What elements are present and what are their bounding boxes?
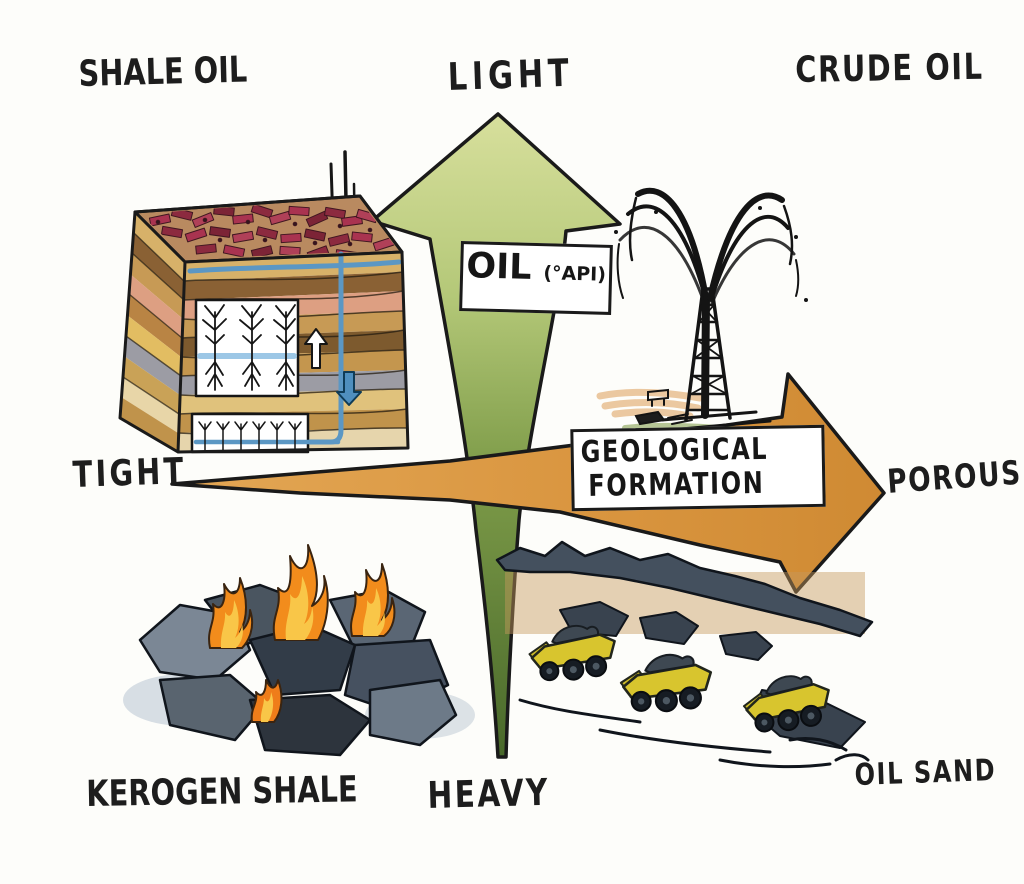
fracking-fluid-down-arrow-icon [336, 371, 362, 406]
flames-icon [208, 544, 396, 723]
quadrant-label-shale-oil: SHALE OIL [78, 49, 248, 95]
oil-spray-icon [606, 187, 808, 419]
oil-axis-unit: (°API) [543, 262, 607, 286]
left-face-strata [120, 212, 185, 452]
well-pipes-icon [187, 251, 402, 445]
oil-gusher-derrick-illustration [596, 187, 808, 451]
axis-label-tight: TIGHT [72, 451, 188, 496]
axis-label-heavy: HEAVY [427, 770, 551, 817]
site-equipment-icon [634, 388, 693, 426]
quadrant-label-oil-sand: OIL SAND [854, 753, 997, 793]
oil-sand-mining-illustration [495, 540, 874, 769]
oil-axis-title: OIL [465, 246, 533, 288]
quadrant-label-crude-oil: CRUDE OIL [795, 46, 984, 91]
burning-oil-shale-illustration [123, 544, 475, 757]
axis-label-light: LIGHT [447, 50, 575, 99]
geo-axis-line1: GEOLOGICAL [580, 432, 769, 471]
hydraulic-fracturing-block-illustration [118, 150, 410, 454]
geo-axis-line2: FORMATION [587, 465, 765, 504]
surface-rubble-icon [148, 203, 396, 259]
quadrant-label-kerogen-shale: KEROGEN SHALE [86, 769, 358, 815]
oil-up-arrow-icon [304, 328, 328, 369]
geological-formation-axis-box: GEOLOGICAL FORMATION [570, 424, 826, 512]
oil-api-axis-box: OIL (°API) [459, 241, 613, 315]
fracture-cutaway-panel [194, 298, 300, 398]
